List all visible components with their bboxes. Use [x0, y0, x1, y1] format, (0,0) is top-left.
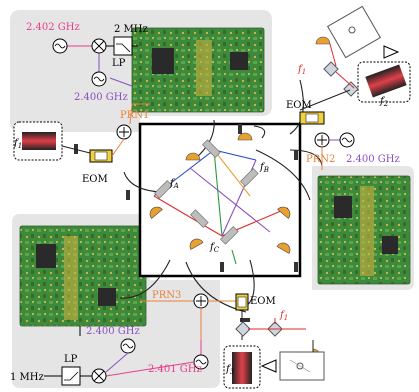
top-freq-lo: 2.400 GHz: [74, 92, 128, 103]
wavemeter-box: [326, 5, 382, 59]
interferometer-box: [138, 122, 302, 278]
label-fb: fB: [259, 162, 269, 174]
bottom-filter-label: LP: [64, 354, 78, 365]
top-filter-cutoff: 2 MHz: [114, 24, 148, 35]
beam-splitter-bottom-1: [235, 321, 251, 337]
bottom-laser-f3: f3: [225, 364, 235, 376]
top-freq-rf: 2.402 GHz: [26, 22, 80, 33]
beam-splitter-right-2: [343, 81, 359, 97]
amplifier-bottom-icon: [260, 359, 277, 373]
label-fa: fA: [169, 178, 179, 190]
right-eom-label: EOM: [286, 100, 312, 111]
bottom-freq-rf: 2.401 GHz: [148, 364, 202, 375]
eom-left: [89, 149, 113, 163]
right-freq-lo: 2.400 GHz: [346, 154, 400, 165]
wavemeter-bottom-box: [279, 351, 325, 381]
laser-f3: [223, 345, 261, 389]
bottom-prn: PRN3: [152, 290, 181, 301]
amplifier-icon: [383, 45, 400, 59]
pcb-board-bottom: [19, 225, 147, 327]
beam-splitters: [154, 139, 259, 245]
bottom-eom-label: EOM: [250, 296, 276, 307]
label-fc: fC: [209, 242, 220, 254]
bottom-filter-cutoff: 1 MHz: [10, 372, 44, 383]
lowpass-filter-icon: [113, 36, 133, 56]
top-prn: PRN1: [120, 110, 149, 121]
eom-right: [299, 111, 325, 125]
right-laser-f1: f1: [297, 64, 306, 76]
top-filter-label: LP: [112, 58, 126, 69]
eom-bottom: [235, 293, 249, 311]
right-laser-f2: f2: [379, 96, 389, 108]
pcb-board-right: [317, 175, 411, 285]
lowpass-filter-bottom-icon: [61, 366, 81, 386]
bottom-freq-lo: 2.400 GHz: [86, 326, 140, 337]
laser-left: [13, 121, 63, 161]
left-laser-label: f1: [13, 138, 22, 150]
pcb-board-top: [131, 27, 265, 113]
bottom-laser-f1: f1: [279, 310, 288, 322]
laser-f2: [357, 61, 411, 103]
right-prn: PRN2: [306, 154, 335, 165]
sine-icon: [54, 43, 66, 49]
left-eom-label: EOM: [82, 174, 108, 185]
beam-splitter-right-1: [323, 61, 339, 77]
